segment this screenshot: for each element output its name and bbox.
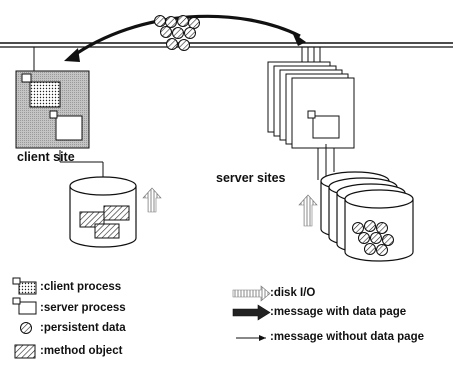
client-disk-io-arrow bbox=[142, 187, 162, 213]
message-without-data-page-legend-label: :message without data page bbox=[270, 331, 425, 343]
server-process-legend-icon bbox=[12, 297, 37, 315]
client-process-legend-icon bbox=[12, 277, 37, 295]
client-site-label: client site bbox=[17, 150, 75, 164]
message-arc-arrow bbox=[64, 14, 306, 62]
server-site-nodes bbox=[267, 47, 355, 180]
client-disk bbox=[69, 176, 137, 248]
server-process-legend-label: :server process bbox=[40, 302, 126, 314]
server-disks bbox=[320, 171, 414, 262]
server-sites-label: server sites bbox=[216, 171, 286, 185]
client-process-legend-label: :client process bbox=[40, 281, 122, 293]
network-bus bbox=[0, 42, 453, 48]
persistent-data-legend-icon bbox=[20, 322, 32, 334]
disk-io-legend-label: :disk I/O bbox=[270, 287, 316, 299]
method-object-legend-label: :method object bbox=[40, 345, 123, 357]
disk-io-legend-icon bbox=[232, 285, 271, 302]
message-with-data-page-legend-icon bbox=[232, 304, 271, 321]
persistent-data-legend-label: :persistent data bbox=[40, 322, 126, 334]
data-page-cluster bbox=[154, 15, 200, 51]
method-object-legend-icon bbox=[14, 344, 36, 359]
client-site-node bbox=[15, 47, 104, 178]
server-disk-io-arrow bbox=[298, 194, 318, 227]
message-with-data-page-legend-label: :message with data page bbox=[270, 306, 407, 318]
